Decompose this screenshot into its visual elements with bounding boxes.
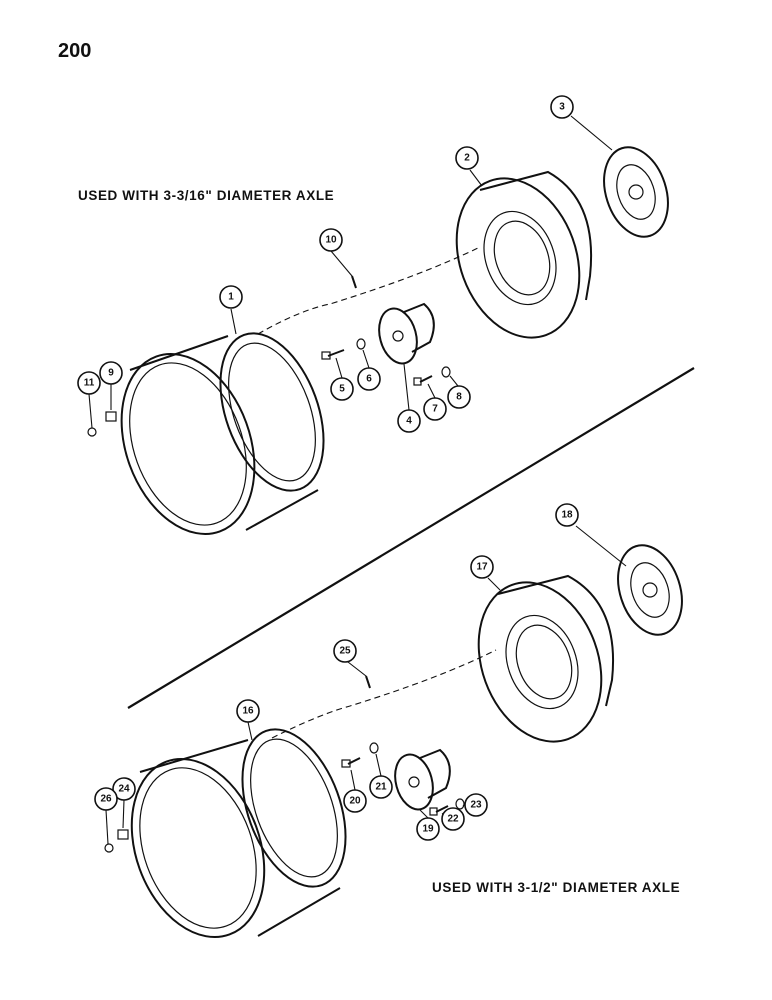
part-nut-23 <box>455 798 465 810</box>
callout-8-label: 8 <box>456 392 462 403</box>
callout-23-label: 23 <box>470 800 482 811</box>
callout-24: 24 <box>112 777 136 801</box>
callout-1: 1 <box>219 285 243 309</box>
part-washer-6 <box>356 338 366 350</box>
part-nut-11 <box>87 427 97 437</box>
callout-25: 25 <box>333 639 357 663</box>
caption-bottom-assembly: USED WITH 3-1/2" DIAMETER AXLE <box>432 880 681 895</box>
callout-10: 10 <box>319 228 343 252</box>
callout-9: 9 <box>99 361 123 385</box>
callout-7-label: 7 <box>432 404 438 415</box>
callout-11-label: 11 <box>84 378 95 389</box>
callout-25-label: 25 <box>339 646 351 657</box>
part-center-plate-bottom <box>477 574 614 743</box>
callout-26: 26 <box>94 787 118 811</box>
part-clip-9 <box>105 411 117 422</box>
callout-18-label: 18 <box>561 510 573 521</box>
part-center-plate-top <box>455 170 593 339</box>
part-nut-26 <box>104 843 114 853</box>
part-bolt-7 <box>413 375 433 386</box>
part-nut-8 <box>441 366 451 378</box>
part-bolt-20 <box>341 757 361 768</box>
part-bolt-5 <box>321 349 345 360</box>
part-wheel-rim-bottom <box>130 728 347 939</box>
assembly-line-top <box>257 247 479 335</box>
callout-4: 4 <box>397 409 421 433</box>
divider-line <box>127 367 695 709</box>
callout-20: 20 <box>343 789 367 813</box>
callout-3-label: 3 <box>559 102 565 113</box>
callout-21-label: 21 <box>375 782 387 793</box>
callout-3: 3 <box>550 95 574 119</box>
callout-22: 22 <box>441 807 465 831</box>
callout-6: 6 <box>357 367 381 391</box>
callout-20-label: 20 <box>349 796 361 807</box>
callout-6-label: 6 <box>366 374 372 385</box>
callout-22-label: 22 <box>447 814 459 825</box>
leader-lines <box>88 115 627 845</box>
part-hub-cap-bottom <box>617 544 683 636</box>
callout-11: 11 <box>77 371 101 395</box>
callout-16-label: 16 <box>242 706 254 717</box>
caption-top-assembly: USED WITH 3-3/16" DIAMETER AXLE <box>78 188 335 203</box>
callout-2-label: 2 <box>464 153 470 164</box>
callout-16: 16 <box>236 699 260 723</box>
part-washer-21 <box>369 742 379 754</box>
callout-23: 23 <box>464 793 488 817</box>
callout-21: 21 <box>369 775 393 799</box>
part-wheel-rim-top <box>120 332 325 535</box>
part-clip-24 <box>117 829 129 840</box>
callout-2: 2 <box>455 146 479 170</box>
part-hub-clamp-bottom <box>394 748 451 811</box>
page-number: 200 <box>58 40 92 62</box>
part-pin-10 <box>351 275 357 289</box>
part-pin-25 <box>365 675 371 689</box>
part-hub-cap-top <box>603 146 669 238</box>
callout-19-label: 19 <box>422 824 434 835</box>
callout-5-label: 5 <box>339 384 345 395</box>
callout-10-label: 10 <box>325 235 337 246</box>
callout-4-label: 4 <box>406 416 412 427</box>
callout-5: 5 <box>330 377 354 401</box>
callout-17: 17 <box>470 555 494 579</box>
callout-24-label: 24 <box>118 784 130 795</box>
part-bolt-22 <box>429 805 449 816</box>
assembly-line-bottom <box>271 649 497 739</box>
callout-26-label: 26 <box>100 794 112 805</box>
part-hub-clamp-top <box>378 302 435 365</box>
callout-19: 19 <box>416 817 440 841</box>
callout-1-label: 1 <box>228 292 234 303</box>
callout-17-label: 17 <box>476 562 488 573</box>
callout-9-label: 9 <box>108 368 114 379</box>
callout-18: 18 <box>555 503 579 527</box>
callout-7: 7 <box>423 397 447 421</box>
callout-8: 8 <box>447 385 471 409</box>
